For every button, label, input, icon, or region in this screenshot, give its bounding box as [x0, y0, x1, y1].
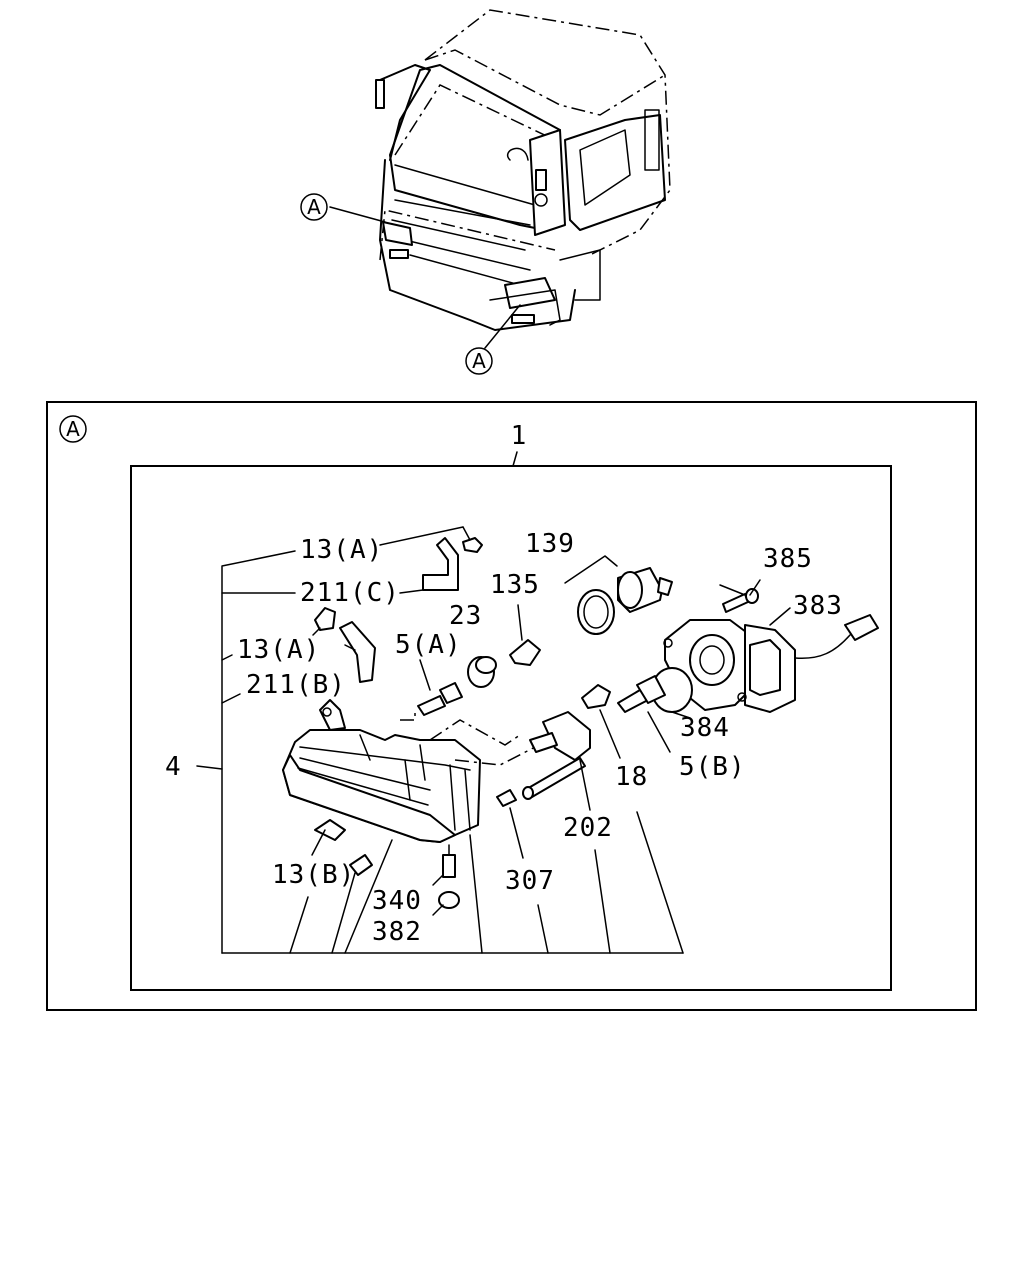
label-housing-4: 4: [165, 752, 182, 782]
label-135: 135: [490, 570, 540, 600]
group-bracket: [196, 550, 684, 954]
label-5a: 5(A): [395, 630, 462, 660]
part-383-actuator: [663, 614, 879, 713]
label-13a-left: 13(A): [237, 635, 320, 665]
callout-a-lower: A: [465, 347, 493, 375]
part-202-adjuster: [522, 711, 591, 800]
part-23-grommet: [467, 656, 497, 688]
callout-a-upper-label: A: [307, 195, 321, 219]
label-382: 382: [372, 917, 422, 947]
part-307-screw: [496, 789, 517, 807]
label-211c: 211(C): [300, 578, 400, 608]
part-18-connector: [581, 684, 611, 709]
callout-a-detail-label: A: [66, 417, 80, 441]
detail-frame-inner: [130, 465, 892, 991]
label-385: 385: [763, 544, 813, 574]
label-307: 307: [505, 866, 555, 896]
label-202: 202: [563, 813, 613, 843]
part-139-ring: [564, 555, 673, 635]
part-13b-screw: [349, 854, 373, 876]
part-385-screw: [722, 588, 759, 613]
label-5b: 5(B): [679, 752, 746, 782]
label-23: 23: [449, 601, 482, 631]
part-340-bolt: [442, 844, 456, 878]
fog-lamp-housing: [282, 699, 481, 843]
label-383: 383: [793, 591, 843, 621]
detail-frame-outer: [46, 401, 977, 1011]
part-5a-bulb: [417, 682, 463, 716]
label-assembly-1: 1: [511, 421, 528, 451]
part-211b-bracket: [314, 607, 376, 683]
label-13b: 13(B): [272, 860, 355, 890]
callout-a-lower-label: A: [472, 349, 486, 373]
part-135-clip: [509, 604, 541, 666]
label-139: 139: [525, 529, 575, 559]
part-211c-bracket: [422, 537, 483, 591]
part-382-nut: [438, 891, 460, 909]
callout-a-upper: A: [300, 193, 328, 221]
label-18: 18: [615, 762, 648, 792]
part-5b-bulb: [617, 675, 666, 713]
truck-cab-illustration: [329, 9, 671, 349]
label-384: 384: [680, 713, 730, 743]
label-340: 340: [372, 886, 422, 916]
leader-lines: [289, 526, 791, 954]
callout-a-detail: A: [59, 415, 87, 443]
label-13a-top: 13(A): [300, 535, 383, 565]
label-211b: 211(B): [246, 670, 346, 700]
